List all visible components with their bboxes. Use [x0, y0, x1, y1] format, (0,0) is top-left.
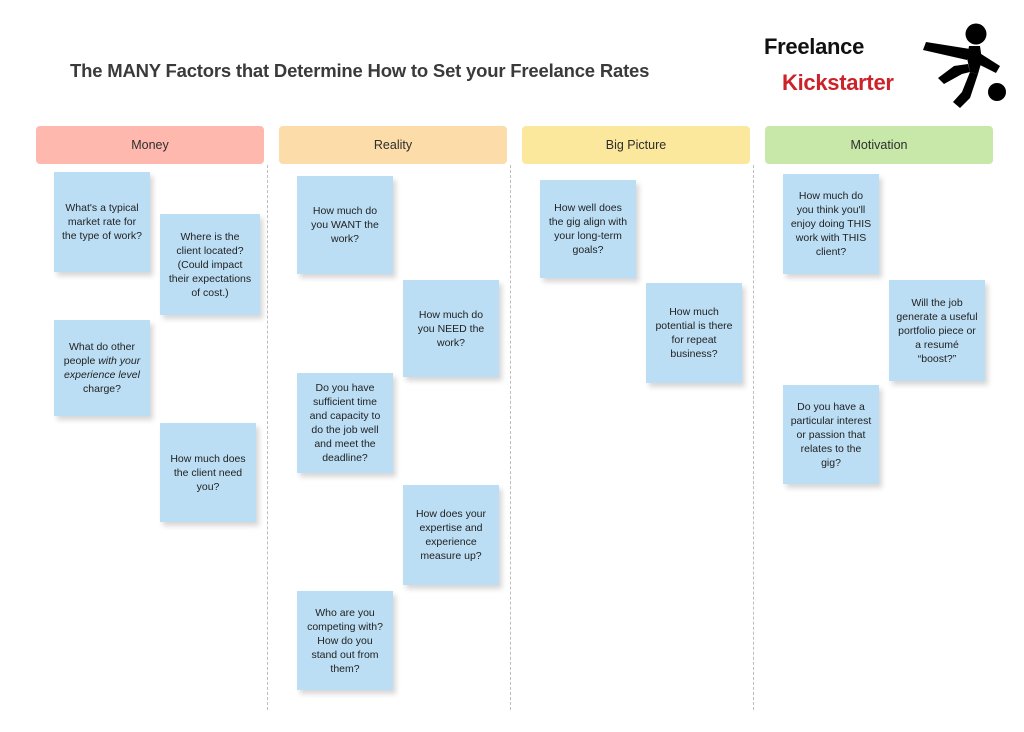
sticky-note[interactable]: Who are you competing with? How do you s… — [297, 591, 393, 690]
column-header-label: Money — [131, 138, 169, 152]
sticky-note-text: What's a typical market rate for the typ… — [62, 202, 142, 242]
column-header-money[interactable]: Money — [36, 126, 264, 164]
sticky-note[interactable]: How well does the gig align with your lo… — [540, 180, 636, 278]
page-title: The MANY Factors that Determine How to S… — [70, 60, 650, 81]
running-kicking-figure-icon — [923, 23, 1006, 108]
sticky-note[interactable]: Where is the client located? (Could impa… — [160, 214, 260, 315]
sticky-note-text: What do other people with your experienc… — [63, 341, 141, 395]
sticky-note-text: Do you have sufficient time and capacity… — [309, 382, 381, 464]
sticky-note-text: Will the job generate a useful portfolio… — [896, 296, 978, 365]
column-divider-2 — [510, 165, 511, 710]
sticky-note[interactable]: How much does the client need you? — [160, 423, 256, 522]
column-header-label: Reality — [373, 138, 413, 152]
sticky-note[interactable]: What's a typical market rate for the typ… — [54, 172, 150, 272]
sticky-note-text: How does your expertise and experience m… — [415, 508, 487, 562]
sticky-note-text: How much do you think you'll enjoy doing… — [790, 190, 872, 258]
logo-text-freelance: Freelance — [764, 34, 865, 59]
sticky-note[interactable]: Will the job generate a useful portfolio… — [889, 280, 985, 381]
sticky-note[interactable]: What do other people with your experienc… — [54, 320, 150, 416]
page-header: The MANY Factors that Determine How to S… — [0, 0, 1024, 120]
sticky-note-text: How much do you NEED the work? — [417, 308, 485, 349]
column-header-motivation[interactable]: Motivation — [765, 126, 993, 164]
logo-text-kickstarter: Kickstarter — [782, 70, 894, 95]
column-divider-3 — [753, 165, 754, 710]
sticky-note-text: Where is the client located? (Could impa… — [168, 230, 252, 299]
sticky-note-text: How much does the client need you? — [170, 452, 246, 493]
sticky-note[interactable]: Do you have a particular interest or pas… — [783, 385, 879, 484]
sticky-note-text: How well does the gig align with your lo… — [548, 202, 628, 256]
sticky-note-text: Do you have a particular interest or pas… — [790, 400, 872, 469]
column-divider-1 — [267, 165, 268, 710]
column-header-reality[interactable]: Reality — [279, 126, 507, 164]
column-header-label: Motivation — [850, 138, 908, 152]
sticky-note[interactable]: How much do you WANT the work? — [297, 176, 393, 274]
brand-logo: Freelance Kickstarter — [760, 22, 1010, 110]
sticky-note[interactable]: How much do you think you'll enjoy doing… — [783, 174, 879, 274]
column-header-big-picture[interactable]: Big Picture — [522, 126, 750, 164]
sticky-note[interactable]: How much do you NEED the work? — [403, 280, 499, 377]
sticky-note-text: How much potential is there for repeat b… — [655, 306, 733, 360]
sticky-note[interactable]: Do you have sufficient time and capacity… — [297, 373, 393, 473]
sticky-note-text: How much do you WANT the work? — [311, 205, 379, 245]
sticky-note[interactable]: How much potential is there for repeat b… — [646, 283, 742, 383]
sticky-note[interactable]: How does your expertise and experience m… — [403, 485, 499, 585]
column-header-label: Big Picture — [605, 138, 667, 152]
sticky-note-text: Who are you competing with? How do you s… — [307, 606, 383, 675]
